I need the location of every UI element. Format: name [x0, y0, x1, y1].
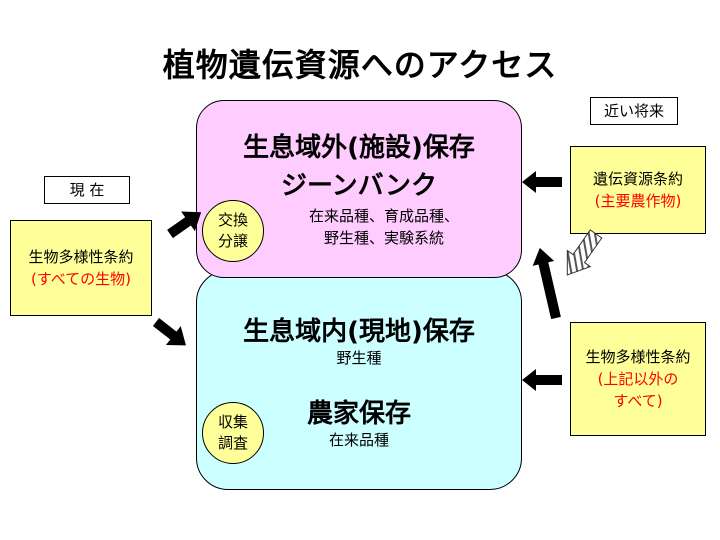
exchange-distribution-circle: 交換 分譲 — [202, 200, 264, 262]
farm-conservation-title: 農家保存 — [306, 399, 411, 429]
page-title: 植物遺伝資源へのアクセス — [162, 46, 558, 84]
arrow-in-situ-to-ex-situ-icon — [532, 247, 561, 320]
treaty-box: 遺伝資源条約 (主要農作物) — [570, 146, 706, 234]
treaty-scope: (主要農作物) — [594, 192, 682, 210]
arrow-convention-to-in-situ-icon — [522, 369, 562, 391]
collection-survey-circle: 収集 調査 — [202, 402, 264, 464]
in-situ-subtitle: 野生種 — [336, 349, 382, 367]
exchange-label: 交換 — [217, 211, 248, 229]
treaty-name: 遺伝資源条約 — [592, 170, 683, 188]
distribution-label: 分譲 — [217, 232, 248, 250]
arrow-treaty-to-ex-situ-icon — [522, 171, 562, 193]
in-situ-title: 生息域内(現地)保存 — [243, 317, 475, 347]
left-convention-name: 生物多様性条約 — [28, 248, 134, 266]
ex-situ-title: 生息域外(施設)保存 — [243, 133, 475, 163]
left-convention-box: 生物多様性条約 (すべての生物) — [10, 220, 152, 316]
future-label: 近い将来 — [590, 97, 678, 125]
farm-conservation-subtitle: 在来品種 — [328, 431, 389, 449]
arrow-future-expansion-icon — [566, 229, 603, 276]
right-convention-scope-line2: すべて) — [613, 392, 663, 410]
ex-situ-items: 在来品種、育成品種、 野生種、実験系統 — [247, 205, 521, 249]
right-convention-scope-line1: (上記以外の — [597, 370, 679, 388]
survey-label: 調査 — [217, 434, 248, 452]
arrow-left-to-in-situ-icon — [152, 318, 186, 346]
ex-situ-items-line1: 在来品種、育成品種、 — [308, 207, 459, 225]
gene-bank-label: ジーンバンク — [280, 171, 437, 201]
left-convention-scope: (すべての生物) — [30, 270, 132, 288]
right-convention-box: 生物多様性条約 (上記以外の すべて) — [570, 322, 706, 436]
present-label: 現 在 — [44, 176, 130, 204]
ex-situ-items-line2: 野生種、実験系統 — [323, 229, 444, 247]
right-convention-name: 生物多様性条約 — [585, 348, 691, 366]
collection-label: 収集 — [217, 413, 248, 431]
